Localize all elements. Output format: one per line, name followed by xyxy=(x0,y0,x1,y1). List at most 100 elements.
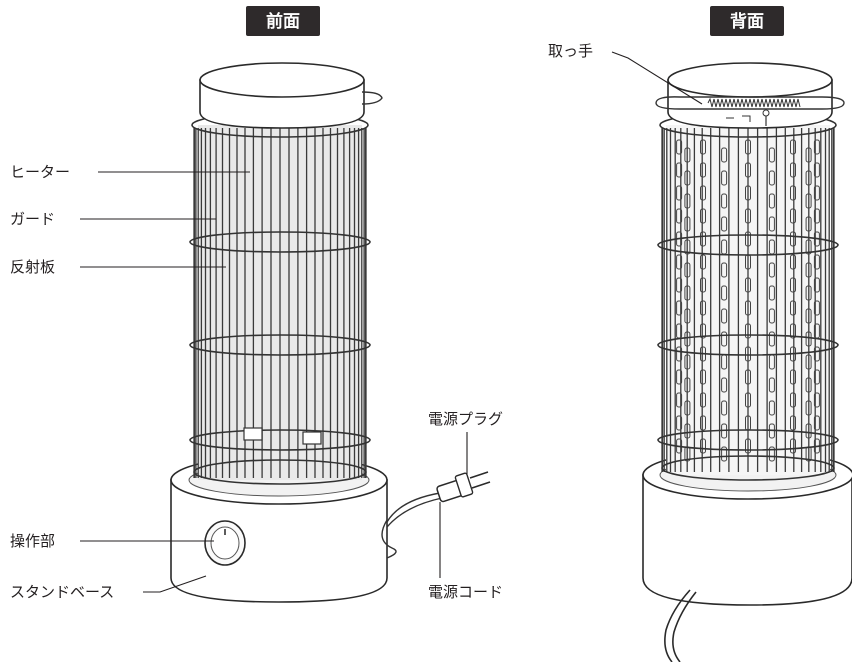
vent-slot xyxy=(700,254,706,270)
callout-reflector: 反射板 xyxy=(10,258,226,276)
vent-slot xyxy=(745,300,751,316)
vent-slot xyxy=(813,139,820,155)
vent-slot xyxy=(790,300,796,316)
vent-slot xyxy=(768,331,775,347)
vent-slot xyxy=(676,208,683,224)
vent-slot xyxy=(721,262,728,278)
vent-slot xyxy=(676,254,683,270)
svg-text:操作部: 操作部 xyxy=(10,532,55,550)
front-top-cap xyxy=(199,62,383,129)
vent-slot xyxy=(790,323,796,339)
vent-slot xyxy=(676,300,683,316)
vent-slot xyxy=(676,277,683,293)
vent-slot xyxy=(700,300,706,316)
vent-slot xyxy=(768,377,775,393)
callout-guard: ガード xyxy=(10,210,216,228)
svg-text:ガード: ガード xyxy=(10,210,55,228)
vent-slot xyxy=(700,185,706,201)
vent-slot xyxy=(721,446,728,462)
vent-slot xyxy=(768,400,775,416)
vent-slot xyxy=(790,185,796,201)
vent-slot xyxy=(813,208,820,224)
vent-slot xyxy=(790,392,796,408)
vent-slot xyxy=(745,369,751,385)
vent-slot xyxy=(700,139,706,155)
svg-text:電源プラグ: 電源プラグ xyxy=(428,410,503,428)
vent-slot xyxy=(790,162,796,178)
svg-text:スタンドベース: スタンドベース xyxy=(10,583,114,601)
vent-slot xyxy=(684,216,691,232)
vent-slot xyxy=(700,323,706,339)
vent-slot xyxy=(721,377,728,393)
vent-slot xyxy=(700,162,706,178)
svg-text:反射板: 反射板 xyxy=(10,258,55,276)
callout-power-plug: 電源プラグ xyxy=(428,410,503,474)
vent-slot xyxy=(684,308,691,324)
vent-slot xyxy=(813,162,820,178)
vent-slot xyxy=(684,377,691,393)
vent-slot xyxy=(721,216,728,232)
vent-slot xyxy=(805,239,812,255)
handle-icon xyxy=(655,96,845,126)
vent-slot xyxy=(745,208,751,224)
vent-slot xyxy=(790,415,796,431)
vent-slot xyxy=(790,438,796,454)
vent-slot xyxy=(745,139,751,155)
vent-slot xyxy=(700,438,706,454)
svg-text:取っ手: 取っ手 xyxy=(548,42,593,60)
vent-slot xyxy=(700,369,706,385)
vent-slot xyxy=(676,415,683,431)
vent-slot xyxy=(676,369,683,385)
svg-text:ヒーター: ヒーター xyxy=(10,163,70,181)
vent-slot xyxy=(700,231,706,247)
vent-slot xyxy=(745,346,751,362)
vent-slot xyxy=(684,239,691,255)
vent-slot xyxy=(745,185,751,201)
front-view-label: 前面 xyxy=(246,6,320,36)
vent-slot xyxy=(721,331,728,347)
vent-slot xyxy=(813,369,820,385)
vent-slot xyxy=(745,392,751,408)
vent-slot xyxy=(684,331,691,347)
vent-slot xyxy=(813,185,820,201)
vent-slot xyxy=(721,193,728,209)
vent-slot xyxy=(721,285,728,301)
vent-slot xyxy=(684,193,691,209)
vent-slot xyxy=(684,170,691,186)
vent-slot xyxy=(721,308,728,324)
vent-slot xyxy=(745,323,751,339)
vent-slot xyxy=(768,216,775,232)
vent-slot xyxy=(676,392,683,408)
callout-heater: ヒーター xyxy=(10,163,250,181)
callout-handle: 取っ手 xyxy=(548,42,703,105)
vent-slot xyxy=(676,139,683,155)
vent-slot xyxy=(790,208,796,224)
vent-slot xyxy=(768,285,775,301)
callout-stand-base: スタンドベース xyxy=(10,575,207,601)
vent-slot xyxy=(813,300,820,316)
front-view-title: 前面 xyxy=(266,11,300,32)
vent-slot xyxy=(721,170,728,186)
vent-slot xyxy=(813,392,820,408)
back-view-title: 背面 xyxy=(730,11,764,32)
vent-slot xyxy=(684,147,691,163)
vent-slot xyxy=(768,446,775,462)
vent-slot xyxy=(684,285,691,301)
vent-slot xyxy=(805,308,812,324)
vent-slot xyxy=(684,423,691,439)
vent-slot xyxy=(745,162,751,178)
vent-slot xyxy=(676,346,683,362)
vent-slot xyxy=(684,400,691,416)
vent-slot xyxy=(790,139,796,155)
vent-slot xyxy=(805,423,812,439)
vent-slot xyxy=(813,254,820,270)
back-view: 背面 xyxy=(548,6,852,662)
front-view: 前面 xyxy=(10,6,503,603)
back-power-cord xyxy=(664,589,697,662)
vent-slot xyxy=(745,231,751,247)
power-plug-icon xyxy=(436,471,491,503)
vent-slot xyxy=(768,262,775,278)
vent-slot xyxy=(700,415,706,431)
vent-slot xyxy=(813,346,820,362)
